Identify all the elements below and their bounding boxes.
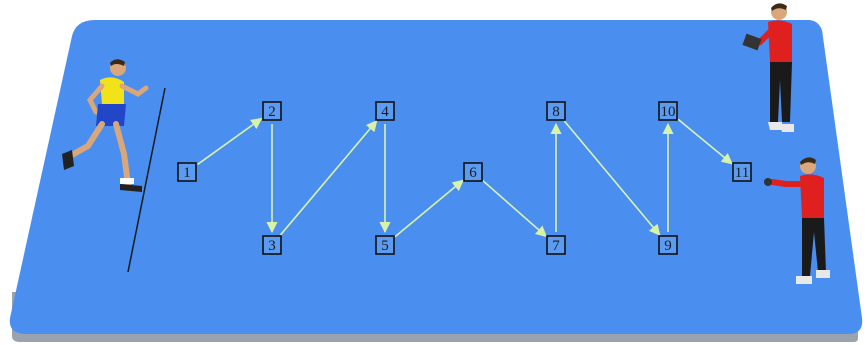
cone-marker-5: 5 (375, 235, 395, 255)
route-arrow-6-to-7 (482, 179, 548, 238)
cone-label: 11 (735, 165, 749, 181)
cone-box (262, 101, 282, 121)
cone-label: 1 (183, 165, 191, 181)
cone-marker-7: 7 (546, 235, 566, 255)
field-surface (9, 20, 863, 334)
cone-box (375, 235, 395, 255)
runner-figure (62, 59, 149, 192)
route-arrow-5-to-6 (394, 179, 464, 238)
cone-marker-10: 10 (658, 101, 678, 121)
cone-label: 4 (381, 104, 389, 120)
route-arrows (197, 117, 733, 238)
cone-marker-2: 2 (262, 101, 282, 121)
timer-figure (764, 157, 830, 284)
cone-marker-8: 8 (546, 101, 566, 121)
cone-label: 7 (552, 238, 560, 254)
cone-box (262, 235, 282, 255)
cone-label: 5 (381, 238, 389, 254)
cone-box (546, 101, 566, 121)
cone-box (375, 101, 395, 121)
route-arrow-1-to-2 (197, 117, 263, 166)
cone-marker-3: 3 (262, 235, 282, 255)
cone-box (658, 101, 678, 121)
stopwatch-icon (764, 178, 772, 186)
cone-label: 9 (664, 238, 672, 254)
cone-marker-11: 11 (732, 162, 752, 182)
cone-label: 2 (268, 104, 276, 120)
coach-figure (742, 3, 794, 132)
route-arrow-8-to-9 (563, 120, 661, 236)
cone-marker-9: 9 (658, 235, 678, 255)
field (9, 20, 863, 342)
tablet-icon (742, 33, 762, 51)
cone-box (463, 162, 483, 182)
cone-box (546, 235, 566, 255)
cone-box (732, 162, 752, 182)
start-line (127, 87, 166, 273)
route-arrow-10-to-11 (677, 118, 733, 165)
cone-box (658, 235, 678, 255)
cone-label: 8 (552, 104, 560, 120)
cone-label: 10 (661, 104, 676, 120)
cone-label: 6 (469, 165, 477, 181)
cone-box (177, 162, 197, 182)
cone-markers: 1 2 3 4 5 6 7 8 9 10 11 (177, 101, 752, 255)
route-arrow-3-to-4 (279, 120, 378, 236)
cone-label: 3 (268, 238, 276, 254)
cone-marker-1: 1 (177, 162, 197, 182)
cone-marker-6: 6 (463, 162, 483, 182)
cone-marker-4: 4 (375, 101, 395, 121)
